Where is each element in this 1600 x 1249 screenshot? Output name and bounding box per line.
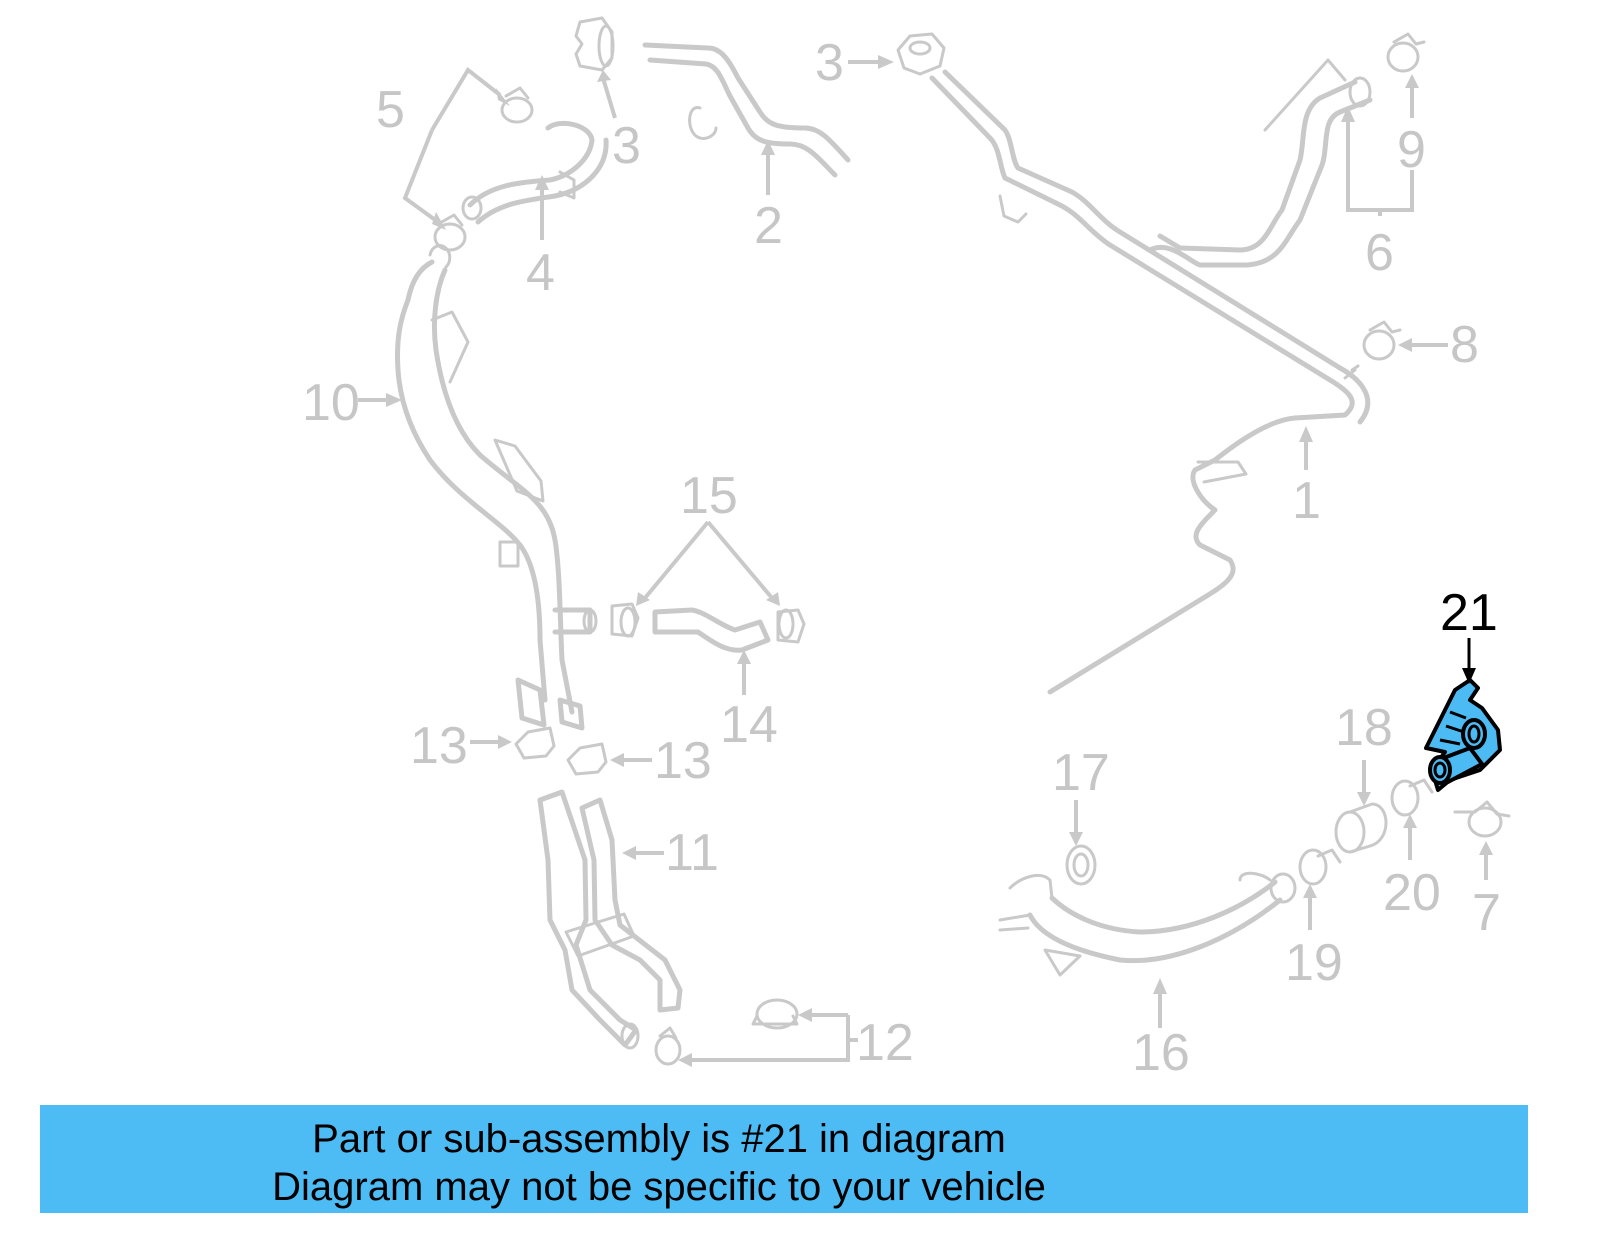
- part-4-hose: [461, 120, 609, 225]
- parts-diagram: 5 3 4 2 3 9 6 8 1 10 15 14 13 13 11 12 1…: [302, 16, 1511, 1082]
- part-8-clamp: [1362, 320, 1402, 361]
- callout-labels: 5 3 4 2 3 9 6 8 1 10 15 14 13 13 11 12 1…: [302, 34, 1501, 1082]
- callout-18: 18: [1335, 699, 1393, 757]
- part-5-clamps: [433, 86, 534, 252]
- part-17-oring: [1065, 844, 1097, 886]
- part-16-pipe: [998, 871, 1297, 977]
- part-18-sleeve: [1334, 802, 1388, 854]
- callout-4: 4: [526, 244, 555, 302]
- callout-7: 7: [1472, 884, 1501, 942]
- callout-11: 11: [665, 824, 719, 882]
- part-9-clamp: [1386, 32, 1426, 73]
- callout-21-highlighted: 21: [1440, 584, 1498, 642]
- part-20-clamp: [1390, 778, 1434, 817]
- part-3-nut-b: [896, 32, 946, 76]
- part-7-clamp: [1453, 800, 1511, 838]
- leader-lines: [358, 55, 1493, 1067]
- callout-5: 5: [376, 81, 405, 139]
- banner-disclaimer: Diagram may not be specific to your vehi…: [272, 1165, 1046, 1209]
- banner-part-note: Part or sub-assembly is #21 in diagram: [312, 1117, 1006, 1161]
- part-3-nut-a: [574, 16, 615, 72]
- part-2-hose: [642, 42, 851, 178]
- callout-3b: 3: [815, 34, 844, 92]
- callout-13a: 13: [410, 717, 468, 775]
- callout-15: 15: [680, 467, 738, 525]
- info-banner: Part or sub-assembly is #21 in diagram D…: [40, 1105, 1528, 1213]
- callout-20: 20: [1383, 864, 1441, 922]
- callout-17: 17: [1052, 744, 1110, 802]
- part-10-pipe: [395, 244, 598, 731]
- callout-14: 14: [720, 696, 778, 754]
- part-6-pipe: [1147, 58, 1373, 268]
- callout-9: 9: [1397, 121, 1426, 179]
- part-11-hoses: [537, 789, 683, 1050]
- callout-2: 2: [754, 197, 783, 255]
- part-19-clamp: [1298, 848, 1342, 886]
- part-13-nuts: [514, 726, 608, 776]
- callout-8: 8: [1450, 316, 1479, 374]
- part-1-tube: [929, 69, 1371, 695]
- part-15-clamps: [610, 602, 806, 644]
- part-21-highlighted[interactable]: [1424, 678, 1502, 792]
- callout-6: 6: [1365, 224, 1394, 282]
- callout-1: 1: [1292, 472, 1321, 530]
- callout-3a: 3: [612, 117, 641, 175]
- callout-13b: 13: [654, 732, 712, 790]
- callout-10: 10: [302, 374, 360, 432]
- callout-16: 16: [1132, 1024, 1190, 1082]
- part-12-clamps: [654, 998, 799, 1066]
- part-14-hose: [652, 607, 771, 653]
- callout-19: 19: [1285, 934, 1343, 992]
- callout-12: 12: [856, 1014, 914, 1072]
